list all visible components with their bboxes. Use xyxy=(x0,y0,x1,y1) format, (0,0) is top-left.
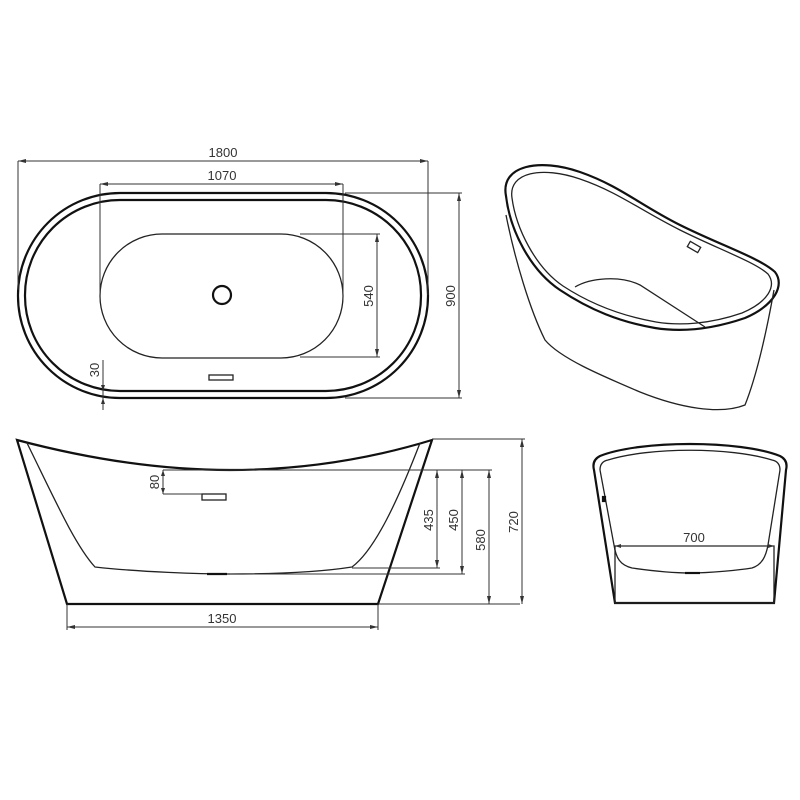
side-outer-body xyxy=(15,438,434,606)
end-inner-rim xyxy=(599,449,781,471)
tub-inner-rim xyxy=(23,198,423,393)
svg-text:700: 700 xyxy=(683,530,705,545)
dim-1350: 1350 xyxy=(66,604,379,630)
side-inner-basin xyxy=(26,442,421,575)
tub-outer-rim xyxy=(16,191,430,400)
svg-text:30: 30 xyxy=(87,363,102,377)
svg-text:1350: 1350 xyxy=(208,611,237,626)
svg-text:580: 580 xyxy=(473,529,488,551)
dim-80: 80 xyxy=(147,470,202,495)
overflow-icon xyxy=(208,374,234,381)
dim-1800: 1800 xyxy=(17,145,429,295)
dim-435: 435 xyxy=(352,470,440,569)
svg-text:1070: 1070 xyxy=(208,168,237,183)
svg-text:450: 450 xyxy=(446,509,461,531)
dim-450: 450 xyxy=(230,470,465,575)
basin-floor xyxy=(99,233,344,359)
svg-text:80: 80 xyxy=(147,475,162,489)
perspective-inner-rim xyxy=(511,171,773,325)
side-view: 80 435 450 580 xyxy=(15,438,525,630)
perspective-overflow-icon xyxy=(686,240,702,254)
svg-text:540: 540 xyxy=(361,285,376,307)
end-overflow-icon xyxy=(601,495,607,503)
end-outer-profile xyxy=(592,442,788,605)
perspective-body xyxy=(505,214,775,411)
perspective-view xyxy=(504,164,780,411)
end-view: 700 xyxy=(592,442,788,605)
dim-900: 900 xyxy=(345,192,462,399)
dim-700: 700 xyxy=(615,530,774,548)
svg-text:1800: 1800 xyxy=(209,145,238,160)
end-base xyxy=(614,545,775,604)
dim-30: 30 xyxy=(87,360,105,410)
dim-1070: 1070 xyxy=(99,168,344,300)
dim-720: 720 xyxy=(432,438,525,604)
svg-text:900: 900 xyxy=(443,285,458,307)
end-inner-basin xyxy=(599,469,781,574)
perspective-outer-rim xyxy=(504,164,780,331)
drain-icon xyxy=(211,284,233,306)
perspective-basin-floor xyxy=(574,278,706,328)
svg-text:720: 720 xyxy=(506,511,521,533)
svg-text:435: 435 xyxy=(421,509,436,531)
dim-580: 580 xyxy=(378,470,520,605)
dim-540: 540 xyxy=(300,233,380,358)
side-overflow-icon xyxy=(201,493,227,501)
top-view: 1800 1070 540 900 xyxy=(16,145,462,410)
